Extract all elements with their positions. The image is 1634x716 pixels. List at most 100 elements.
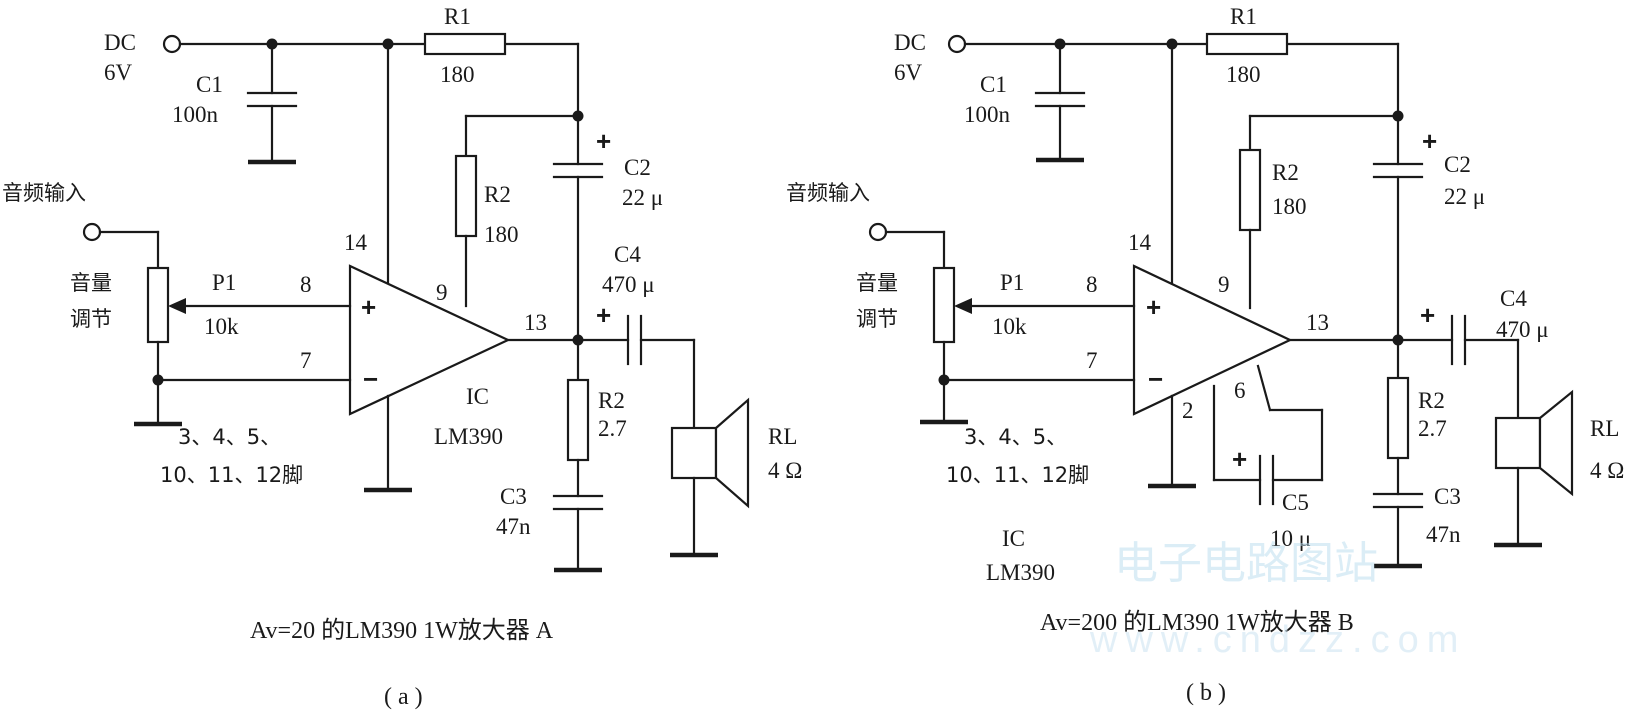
potentiometer-a xyxy=(146,266,170,344)
p1-value-b: 10k xyxy=(992,314,1027,339)
ic-model-a: LM390 xyxy=(434,424,503,449)
rl-name-a: RL xyxy=(768,424,797,449)
pin2-label-b: 2 xyxy=(1182,398,1194,423)
pin8-label-b: 8 xyxy=(1086,272,1098,297)
opamp-b xyxy=(1132,264,1293,416)
rl-name-b: RL xyxy=(1590,416,1619,441)
c4-name-b: C4 xyxy=(1500,286,1527,311)
dc-terminal-b xyxy=(947,34,967,54)
caption-b: Av=200 的LM390 1W放大器 B xyxy=(1040,609,1354,636)
c4-plus-b: + xyxy=(1420,300,1435,330)
dc-label-b: DC xyxy=(894,30,926,55)
r2-value-a: 180 xyxy=(484,222,519,247)
speaker-body-a xyxy=(670,426,718,480)
volume-label-1-b: 音量 xyxy=(856,271,898,295)
c2-plus-a: + xyxy=(596,126,611,156)
ic-name-a: IC xyxy=(466,384,489,409)
pins-note-1-a: 3、4、5、 xyxy=(178,425,281,449)
c3-name-b: C3 xyxy=(1434,484,1461,509)
pins-note-2-b: 10、11、12脚 xyxy=(946,463,1089,487)
opamp-minus-a: − xyxy=(363,364,378,394)
r1-value-a: 180 xyxy=(440,62,475,87)
pin6-label-b: 6 xyxy=(1234,378,1246,403)
ic-model-b: LM390 xyxy=(986,560,1055,585)
pin14-label-b: 14 xyxy=(1128,230,1152,255)
zobel-r-value-b: 2.7 xyxy=(1418,416,1447,441)
rl-value-b: 4 Ω xyxy=(1590,458,1624,483)
c2-name-b: C2 xyxy=(1444,152,1471,177)
c5-value-b: 10 μ xyxy=(1270,526,1311,551)
c3-value-a: 47n xyxy=(496,514,531,539)
zobel-resistor-b xyxy=(1386,376,1410,460)
r2-name-b: R2 xyxy=(1272,160,1299,185)
pin13-label-b: 13 xyxy=(1306,310,1329,335)
rl-value-a: 4 Ω xyxy=(768,458,802,483)
p1-name-a: P1 xyxy=(212,270,236,295)
watermark-text: 电子电路图站 xyxy=(1114,538,1378,589)
caption-a: Av=20 的LM390 1W放大器 A xyxy=(250,617,554,644)
pins-note-2-a: 10、11、12脚 xyxy=(160,463,303,487)
pin9-label-a: 9 xyxy=(436,280,448,305)
wiper-arrow-b xyxy=(954,298,972,314)
ic-name-b: IC xyxy=(1002,526,1025,551)
dc-voltage-a: 6V xyxy=(104,60,133,85)
circuit-b: DC 6V C1 100n R1 180 + C2 22 μ R2 180 音频… xyxy=(786,4,1624,706)
pin7-label-a: 7 xyxy=(300,348,312,373)
dc-voltage-b: 6V xyxy=(894,60,923,85)
volume-label-2-a: 调节 xyxy=(70,307,112,331)
r2-name-a: R2 xyxy=(484,182,511,207)
p1-value-a: 10k xyxy=(204,314,239,339)
watermark-url: www.cndzz.com xyxy=(1089,619,1466,661)
r1-resistor-a xyxy=(423,32,507,56)
speaker-cone-b xyxy=(1538,389,1574,497)
pin8-label-a: 8 xyxy=(300,272,312,297)
c2-value-b: 22 μ xyxy=(1444,184,1485,209)
opamp-minus-b: − xyxy=(1148,364,1163,394)
pin6-stub-b xyxy=(1256,364,1272,412)
c4-plus-a: + xyxy=(596,300,611,330)
zobel-resistor-a xyxy=(566,378,590,462)
audio-input-label-a: 音频输入 xyxy=(2,181,86,205)
r1-value-b: 180 xyxy=(1226,62,1261,87)
r1-name-b: R1 xyxy=(1230,4,1257,29)
r2-resistor-b xyxy=(1238,148,1262,232)
r1-name-a: R1 xyxy=(444,4,471,29)
c3-value-b: 47n xyxy=(1426,522,1461,547)
speaker-cone-a xyxy=(714,397,750,509)
audio-input-label-b: 音频输入 xyxy=(786,181,870,205)
opamp-plus-a: + xyxy=(361,292,376,322)
c4-value-b-label: 470 μ xyxy=(1496,317,1549,342)
zobel-r-value-a: 2.7 xyxy=(598,416,627,441)
c1-name-a: C1 xyxy=(196,72,223,97)
c1-value-a: 100n xyxy=(172,102,219,127)
opamp-a xyxy=(348,264,511,416)
c1-value-b: 100n xyxy=(964,102,1011,127)
sub-caption-b: ( b ) xyxy=(1186,680,1226,706)
c4-value-a: 470 μ xyxy=(602,272,655,297)
c5-plus-b: + xyxy=(1232,444,1247,474)
r2-value-b: 180 xyxy=(1272,194,1307,219)
circuit-a: DC 6V C1 100n R1 180 + 22 μ C2 R2 180 音频… xyxy=(2,4,802,710)
pins-note-1-b: 3、4、5、 xyxy=(964,425,1067,449)
c4-name-a: C4 xyxy=(614,242,641,267)
audio-input-terminal-b xyxy=(868,222,888,242)
pin14-label-a: 14 xyxy=(344,230,368,255)
r1-resistor-b xyxy=(1205,32,1289,56)
speaker-body-b xyxy=(1494,416,1542,470)
c5-name-b: C5 xyxy=(1282,490,1309,515)
audio-input-terminal-a xyxy=(82,222,102,242)
c2-value-a-label: 22 μ xyxy=(622,185,664,210)
dc-label-a: DC xyxy=(104,30,136,55)
potentiometer-b xyxy=(932,266,956,344)
r2-resistor-a xyxy=(454,154,478,238)
c3-name-a: C3 xyxy=(500,484,527,509)
sub-caption-a: ( a ) xyxy=(384,684,423,710)
pin7-label-b: 7 xyxy=(1086,348,1098,373)
opamp-plus-b: + xyxy=(1146,292,1161,322)
pin13-label-a: 13 xyxy=(524,310,547,335)
pin9-label-b: 9 xyxy=(1218,272,1230,297)
volume-label-2-b: 调节 xyxy=(856,307,898,331)
volume-label-1-a: 音量 xyxy=(70,271,112,295)
c1-name-b: C1 xyxy=(980,72,1007,97)
